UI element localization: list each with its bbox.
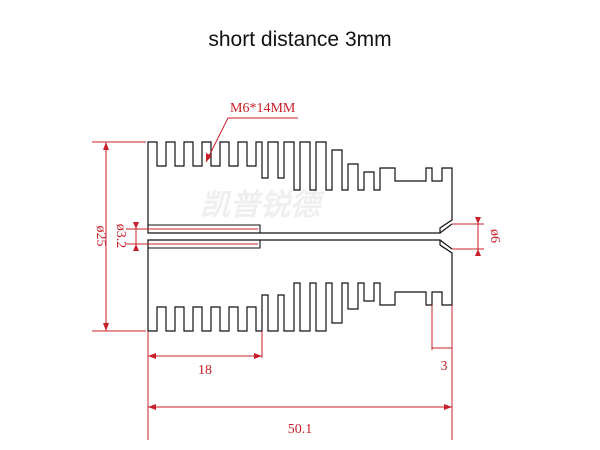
tip-diameter-label: ø6: [487, 229, 502, 243]
outer-diameter-label: ø25: [93, 226, 108, 247]
heatsink-top-profile: [147, 141, 453, 234]
thread-section-top: [148, 224, 261, 233]
tip-length-label: 3: [441, 359, 448, 374]
watermark: 凯普锐德: [200, 188, 326, 223]
page-title: short distance 3mm: [208, 28, 392, 51]
tip-taper: [439, 223, 453, 250]
thread-section-bottom: [148, 240, 261, 249]
fin-length-label: 18: [198, 363, 212, 378]
heatsink-bottom-profile: [147, 239, 453, 332]
thread-label: M6*14MM: [230, 101, 296, 116]
bore-diameter-label: ø3.2: [113, 224, 128, 249]
total-length-label: 50.1: [288, 422, 313, 437]
dimension-lines: [92, 117, 484, 440]
dimension-arrows: [103, 142, 481, 410]
